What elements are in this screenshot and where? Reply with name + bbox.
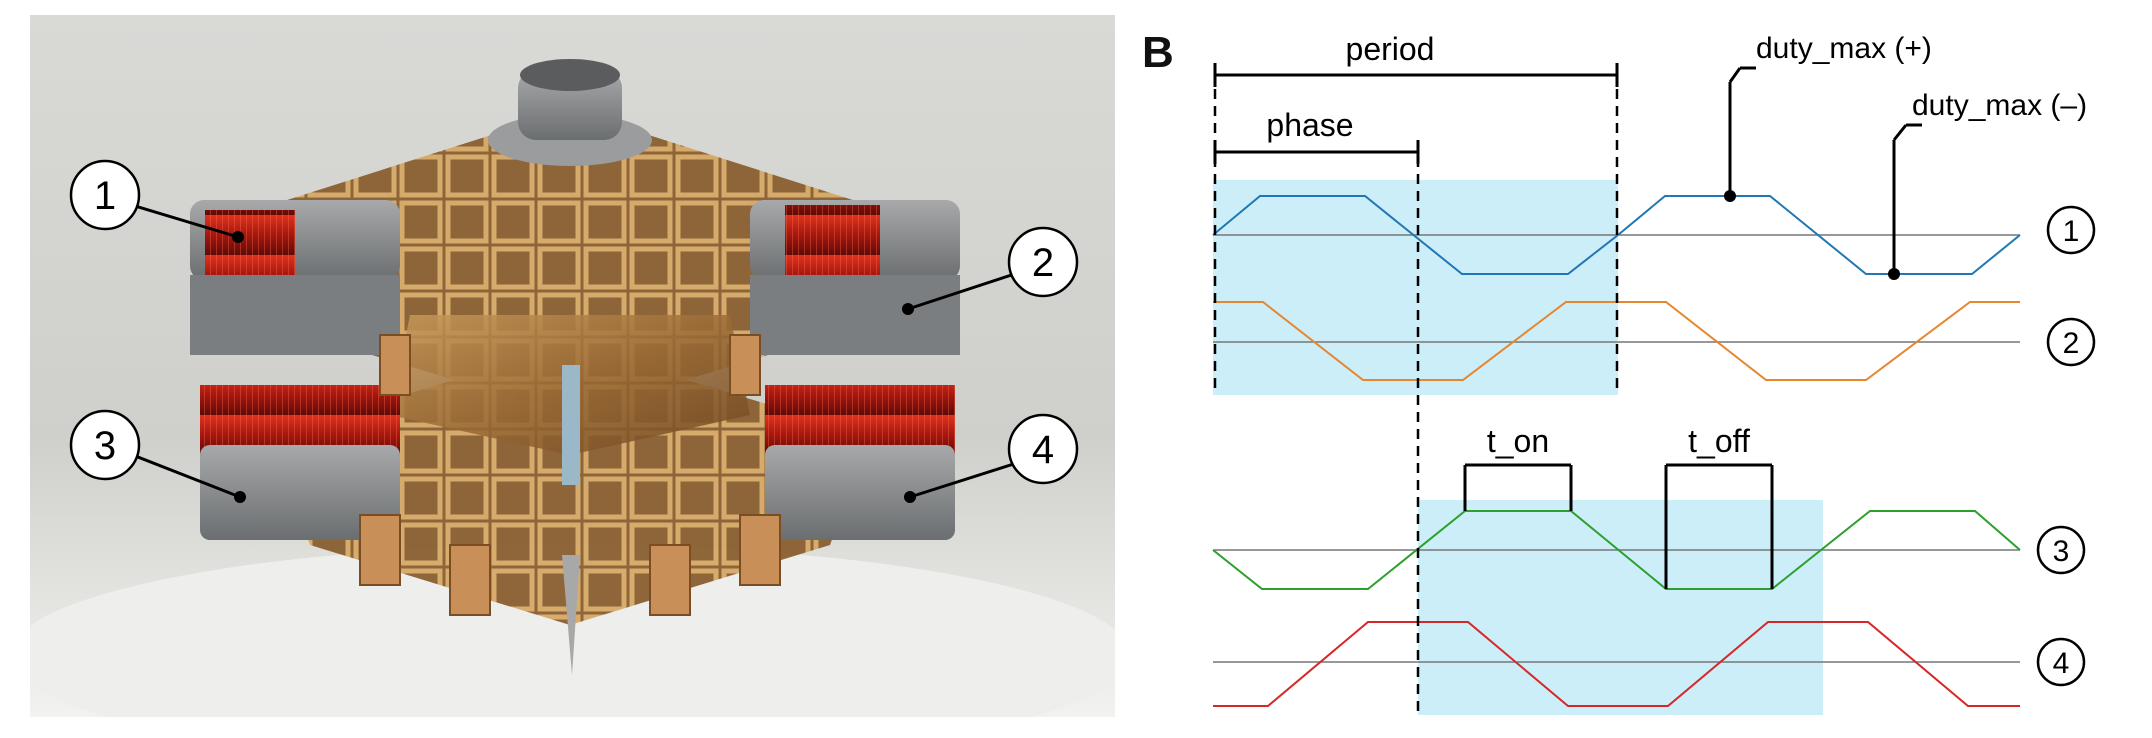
waveform-4 [1213,621,2020,707]
highlight-region-upper [1213,180,1618,395]
period-label: period [1346,31,1435,67]
channel-3-label: 3 [2053,535,2070,568]
device-photo: 1 2 3 4 [30,15,1115,717]
channel-4-label: 4 [2053,647,2070,680]
duty-max-pos-label: duty_max (+) [1756,32,1932,65]
channel-marker-2: 2 [2046,317,2096,367]
callout-2-label: 2 [1032,241,1054,285]
duty-max-pos-dot [1724,190,1736,202]
callout-1: 1 [69,159,244,243]
channel-marker-4: 4 [2036,637,2086,687]
center-screw-head [520,59,620,91]
phase-bracket [1213,140,1420,164]
callout-1-label: 1 [94,174,116,218]
panel-b-letter: B [1142,28,1174,77]
coil-2-assembly [750,200,960,355]
phase-label: phase [1266,107,1353,143]
center-needle [562,555,580,675]
coil-4-assembly [765,385,955,540]
callout-4-label: 4 [1032,428,1054,472]
channel-1-label: 1 [2063,215,2080,248]
period-bracket [1213,63,1619,87]
highlight-region-lower [1418,500,1823,715]
callout-2: 2 [902,226,1079,315]
waveform-diagram: period phase duty_max (+) duty_max (–) t… [1212,31,2096,718]
channel-marker-1: 1 [2046,205,2096,255]
callout-3-label: 3 [94,424,116,468]
t-off-label: t_off [1688,423,1750,459]
coil-3-assembly [200,385,400,540]
front-hinge-pads [359,334,781,616]
callout-4: 4 [904,413,1079,503]
coil-1-assembly [190,200,400,355]
waveform-3 [1212,510,2021,590]
duty-max-neg-label: duty_max (–) [1912,89,2087,122]
center-pin [562,365,580,485]
t-on-label: t_on [1487,423,1549,459]
channel-marker-3: 3 [2036,525,2086,575]
duty-max-neg-dot [1888,268,1900,280]
callout-3: 3 [69,409,246,503]
duty-max-pos-leader [1728,66,1756,196]
t-off-bracket [1664,463,1774,589]
t-on-bracket [1463,463,1573,511]
duty-max-neg-leader [1892,123,1922,274]
channel-2-label: 2 [2063,327,2080,360]
